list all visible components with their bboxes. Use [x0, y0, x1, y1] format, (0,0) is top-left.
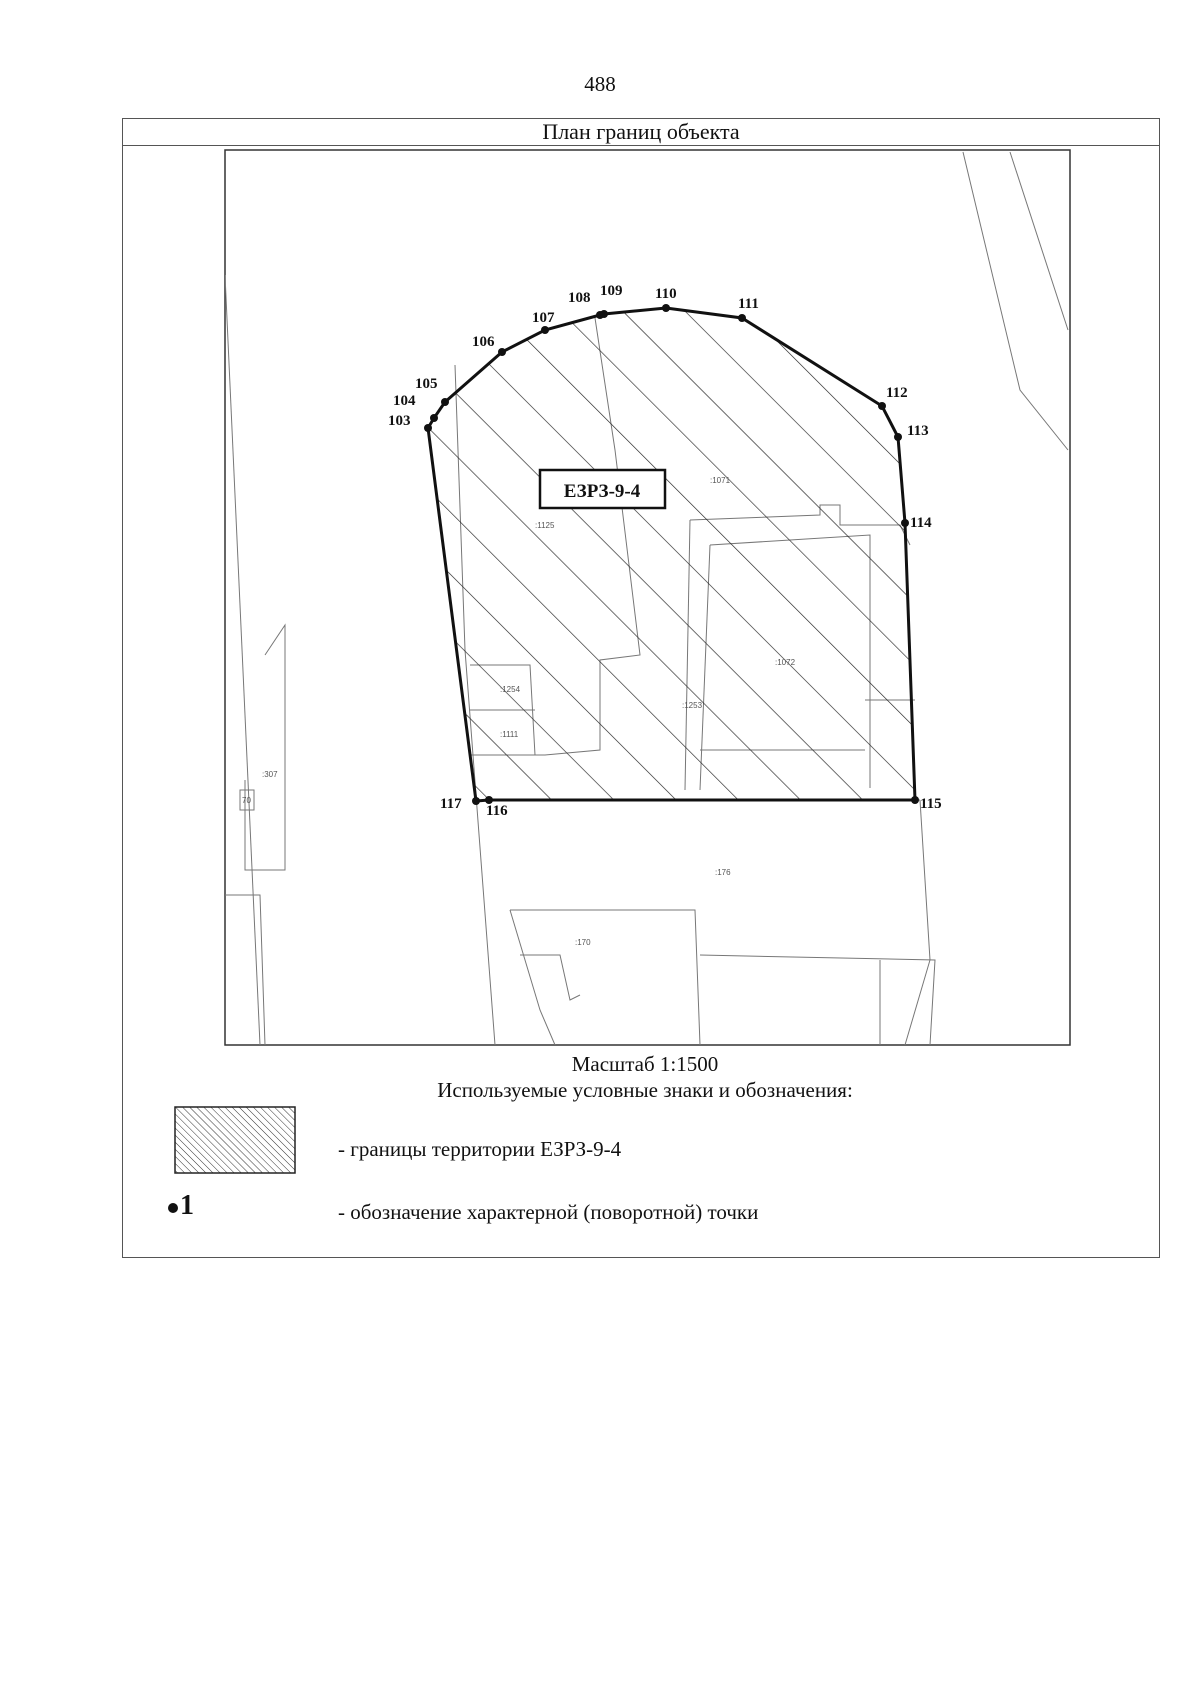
parcel-label: :1254 [500, 685, 521, 694]
point-label-115: 115 [920, 796, 942, 812]
point-label-113: 113 [907, 423, 929, 439]
parcel-label: :1125 [535, 521, 555, 530]
point-label-108: 108 [568, 290, 591, 306]
point-label-114: 114 [910, 515, 932, 531]
point-label-104: 104 [393, 393, 416, 409]
point-label-117: 117 [440, 796, 462, 812]
point-label-106: 106 [472, 334, 495, 350]
map-scale: Масштаб 1:1500 [571, 1052, 719, 1076]
zone-ezrz-9-4 [426, 306, 917, 803]
point-label-109: 109 [600, 283, 623, 299]
point-label-111: 111 [738, 296, 759, 312]
parcel-label: :176 [715, 868, 731, 877]
legend-hatch-swatch [174, 1106, 296, 1174]
point-label-105: 105 [415, 376, 438, 392]
legend-title: Используемые условные знаки и обозначени… [437, 1078, 853, 1102]
boundary-map: 103 104 105 106 107 108 109 110 111 112 … [224, 149, 1071, 1046]
legend-item-point: - обозначение характерной (поворотной) т… [338, 1200, 759, 1224]
parcel-label: :1111 [500, 730, 519, 739]
map-inner-frame [224, 149, 1071, 1046]
legend-item-zone: - границы территории ЕЗРЗ-9-4 [338, 1137, 622, 1161]
legend-point-symbol: 1 [168, 1190, 194, 1222]
parcel-label: :170 [575, 938, 591, 947]
frame-title: План границ объекта [122, 118, 1160, 146]
point-label-116: 116 [486, 803, 508, 819]
point-label-107: 107 [532, 310, 555, 326]
zone-label: ЕЗРЗ-9-4 [564, 481, 641, 502]
parcel-label: :1071 [710, 476, 731, 485]
point-label-103: 103 [388, 413, 411, 429]
map-frame [122, 118, 1160, 1258]
boundary-point-markers [424, 304, 919, 805]
page-number: 488 [584, 72, 616, 96]
point-label-110: 110 [655, 286, 677, 302]
parcel-label: :1072 [775, 658, 796, 667]
point-marker-icon [168, 1202, 178, 1213]
parcel-label: :307 [262, 770, 278, 779]
parcel-label: :1253 [682, 701, 703, 710]
zone-label-box [538, 468, 667, 510]
legend-point-number: 1 [180, 1190, 194, 1221]
parcel-label: 70 [242, 796, 251, 805]
point-label-112: 112 [886, 385, 908, 401]
